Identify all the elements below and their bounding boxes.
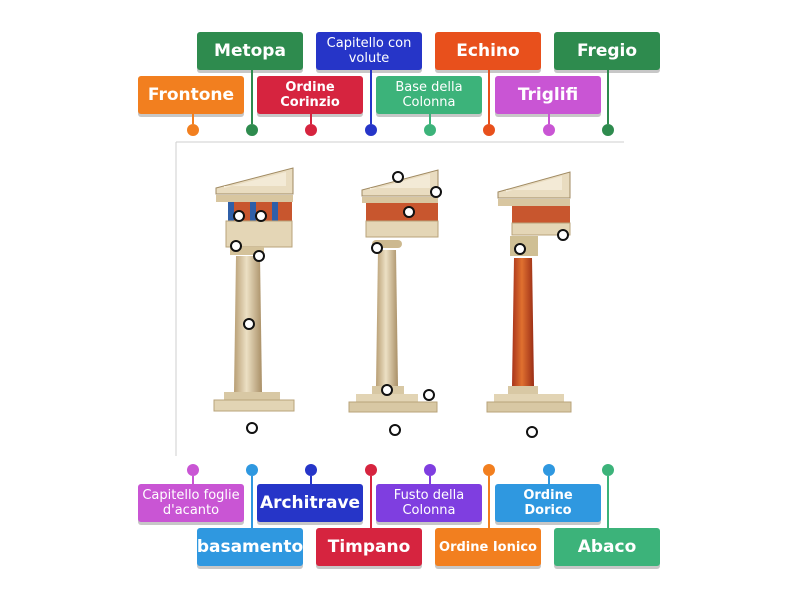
drop-target[interactable] xyxy=(557,229,569,241)
connector-stem xyxy=(429,476,431,484)
connector-stem xyxy=(192,114,194,124)
drop-target[interactable] xyxy=(430,186,442,198)
label-tile-ordine-corinzio[interactable]: Ordine Corinzio xyxy=(257,76,363,114)
connector-stem xyxy=(251,476,253,528)
label-tile-capitello-volute[interactable]: Capitello con volute xyxy=(316,32,422,70)
label-tile-base-colonna[interactable]: Base della Colonna xyxy=(376,76,482,114)
connector-stem xyxy=(488,476,490,528)
label-tile-capitello-acanto[interactable]: Capitello foglie d'acanto xyxy=(138,484,244,522)
connector-stem xyxy=(429,114,431,124)
drop-target[interactable] xyxy=(381,384,393,396)
connector-stem xyxy=(310,476,312,484)
label-tile-triglifi[interactable]: Triglifi xyxy=(495,76,601,114)
connector-dot xyxy=(483,124,495,136)
connector-stem xyxy=(607,70,609,124)
label-tile-fregio[interactable]: Fregio xyxy=(554,32,660,70)
connector-stem xyxy=(310,114,312,124)
connector-dot xyxy=(246,124,258,136)
drop-target[interactable] xyxy=(243,318,255,330)
connector-stem xyxy=(607,476,609,528)
drop-target[interactable] xyxy=(526,426,538,438)
connector-dot xyxy=(543,124,555,136)
drop-target[interactable] xyxy=(403,206,415,218)
connector-dot xyxy=(246,464,258,476)
drop-target[interactable] xyxy=(371,242,383,254)
connector-stem xyxy=(370,476,372,528)
label-tile-metopa[interactable]: Metopa xyxy=(197,32,303,70)
connector-stem xyxy=(548,476,550,484)
connector-dot xyxy=(305,464,317,476)
drop-target[interactable] xyxy=(389,424,401,436)
label-tile-frontone[interactable]: Frontone xyxy=(138,76,244,114)
connector-stem xyxy=(548,114,550,124)
connector-dot xyxy=(365,464,377,476)
drop-target[interactable] xyxy=(392,171,404,183)
label-tile-ordine-ionico[interactable]: Ordine Ionico xyxy=(435,528,541,566)
drop-target[interactable] xyxy=(246,422,258,434)
label-tile-basamento[interactable]: basamento xyxy=(197,528,303,566)
label-tile-architrave[interactable]: Architrave xyxy=(257,484,363,522)
drop-target[interactable] xyxy=(423,389,435,401)
connector-dot xyxy=(483,464,495,476)
connector-stem xyxy=(488,70,490,124)
connector-stem xyxy=(251,70,253,124)
connector-dot xyxy=(187,464,199,476)
drop-target[interactable] xyxy=(233,210,245,222)
connector-dot xyxy=(543,464,555,476)
connector-dot xyxy=(365,124,377,136)
label-tile-fusto-colonna[interactable]: Fusto della Colonna xyxy=(376,484,482,522)
connector-dot xyxy=(305,124,317,136)
label-tile-ordine-dorico[interactable]: Ordine Dorico xyxy=(495,484,601,522)
connector-stem xyxy=(370,70,372,124)
connector-dot xyxy=(424,464,436,476)
connector-dot xyxy=(424,124,436,136)
connector-dot xyxy=(187,124,199,136)
connector-dot xyxy=(602,464,614,476)
label-tile-abaco[interactable]: Abaco xyxy=(554,528,660,566)
drop-target[interactable] xyxy=(255,210,267,222)
connector-dot xyxy=(602,124,614,136)
drop-target[interactable] xyxy=(514,243,526,255)
label-tile-timpano[interactable]: Timpano xyxy=(316,528,422,566)
drop-target[interactable] xyxy=(230,240,242,252)
connector-stem xyxy=(192,476,194,484)
label-tile-echino[interactable]: Echino xyxy=(435,32,541,70)
drop-target[interactable] xyxy=(253,250,265,262)
